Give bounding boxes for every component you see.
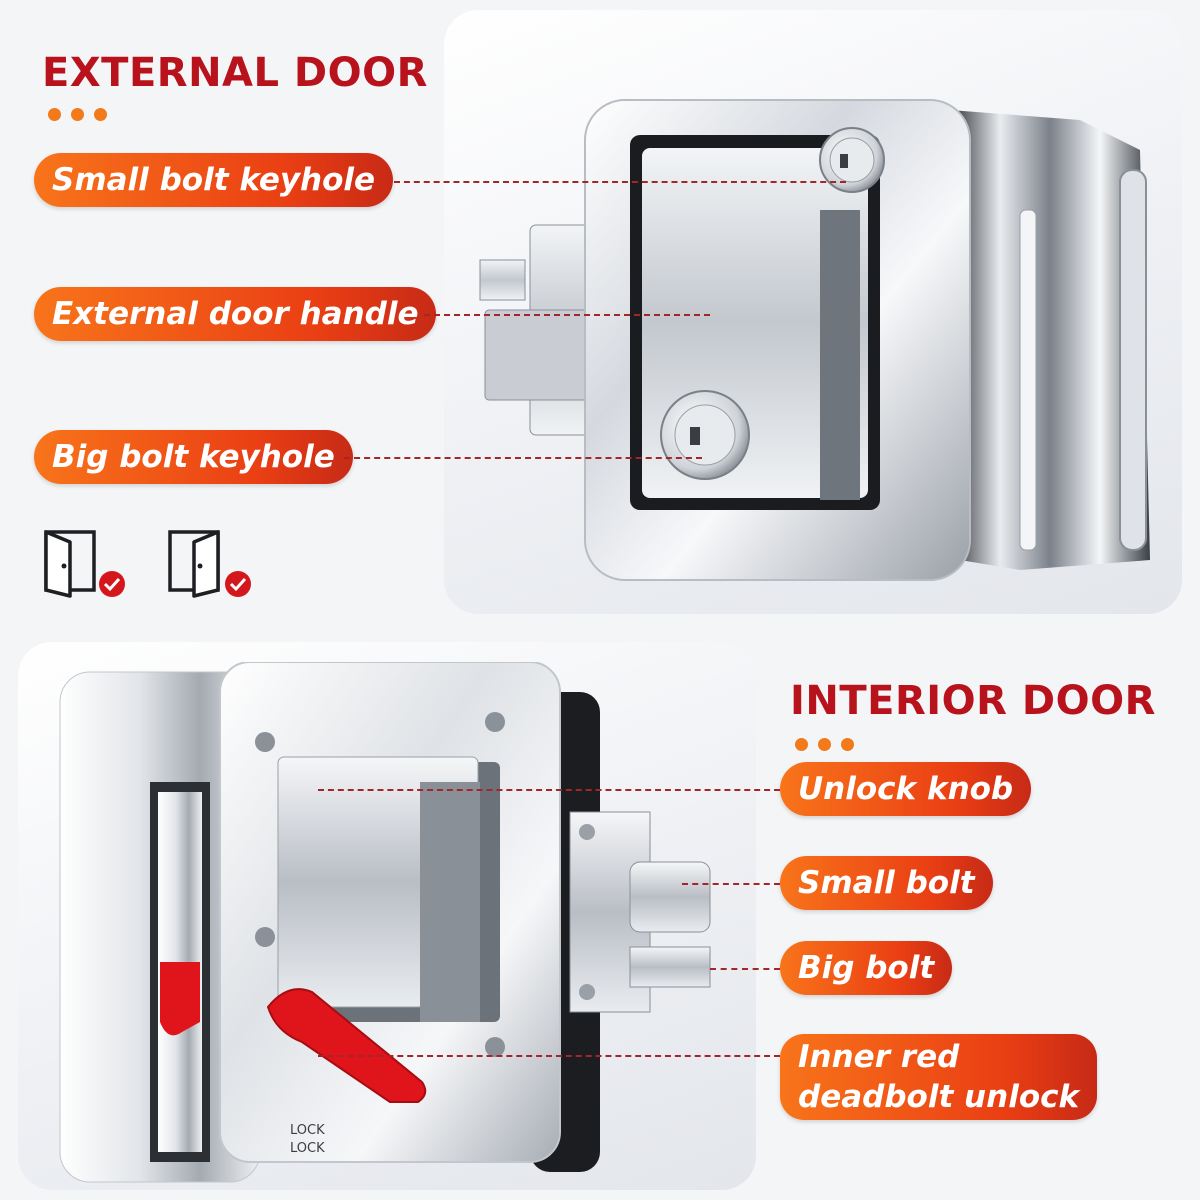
dot [94, 108, 107, 121]
external-door-handle-label: External door handle [34, 287, 437, 341]
small-bolt-keyhole-leader [394, 181, 846, 183]
lock-text-1: LOCK [290, 1123, 325, 1138]
dot [71, 108, 84, 121]
inner-red-deadbolt-leader [318, 1055, 780, 1057]
inner-red-line-2: deadbolt unlock [798, 1079, 1080, 1115]
interior-door-heading: INTERIOR DOOR [790, 678, 1156, 724]
external-heading-dots [48, 108, 107, 121]
left-door-check-icon [44, 530, 125, 598]
unlock-knob-leader [318, 789, 780, 791]
inner-red-line-1: Inner red [798, 1039, 960, 1075]
lock-text-2: LOCK [290, 1141, 325, 1156]
big-bolt-keyhole-leader [344, 457, 702, 459]
dot [48, 108, 61, 121]
small-bolt-keyhole-label: Small bolt keyhole [34, 153, 394, 207]
external-door-heading: EXTERNAL DOOR [42, 50, 428, 96]
small-bolt-leader [682, 883, 780, 885]
interior-lock-photo: LOCK LOCK [59, 662, 711, 1183]
big-bolt-keyhole-label: Big bolt keyhole [34, 430, 353, 484]
right-door-check-icon [168, 530, 251, 598]
interior-heading-dots [795, 738, 854, 751]
dot [818, 738, 831, 751]
big-bolt-label: Big bolt [780, 941, 953, 995]
external-door-handle-leader [424, 314, 710, 316]
small-bolt-label: Small bolt [780, 856, 993, 910]
inner-red-label-text: Inner red deadbolt unlock [798, 1037, 1079, 1117]
big-bolt-leader [710, 968, 780, 970]
dot [795, 738, 808, 751]
unlock-knob-label: Unlock knob [780, 762, 1032, 816]
external-lock-photo [479, 99, 1150, 581]
inner-red-deadbolt-unlock-label: Inner red deadbolt unlock [780, 1034, 1098, 1120]
dot [841, 738, 854, 751]
